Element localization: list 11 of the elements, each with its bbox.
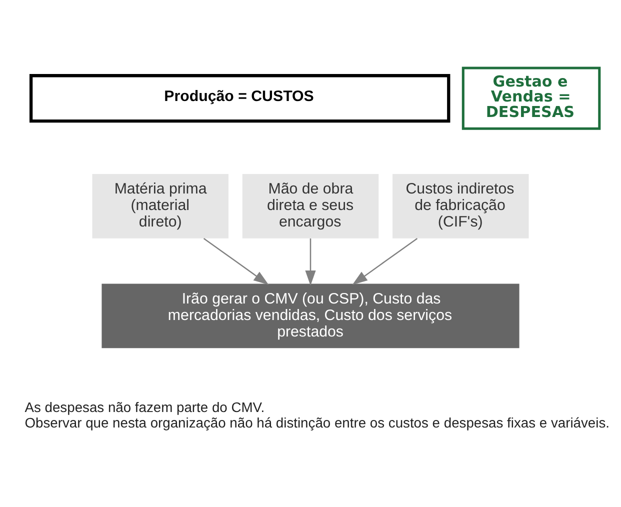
label: As despesas não fazem parte do CMV. bbox=[24, 399, 265, 416]
node-box: Custos indiretos de fabricação (CIF's) bbox=[392, 174, 529, 238]
arrow bbox=[352, 238, 418, 285]
label: Observar que nesta organização não há distinção entre os custos e despesas fixas e variáveis. bbox=[24, 414, 610, 430]
arrow bbox=[203, 238, 269, 285]
arrow bbox=[305, 238, 316, 286]
node-box: Mão de obra direta e seus encargos bbox=[242, 174, 379, 238]
node-box: Irão gerar o CMV (ou CSP), Custo das mercadorias vendidas, Custo dos serviços prestados bbox=[102, 284, 520, 348]
node-box: Produção = CUSTOS bbox=[29, 74, 450, 123]
node-box: Gestao e Vendas = DESPESAS bbox=[462, 66, 601, 130]
node-box: Matéria prima (material direto) bbox=[92, 174, 228, 238]
